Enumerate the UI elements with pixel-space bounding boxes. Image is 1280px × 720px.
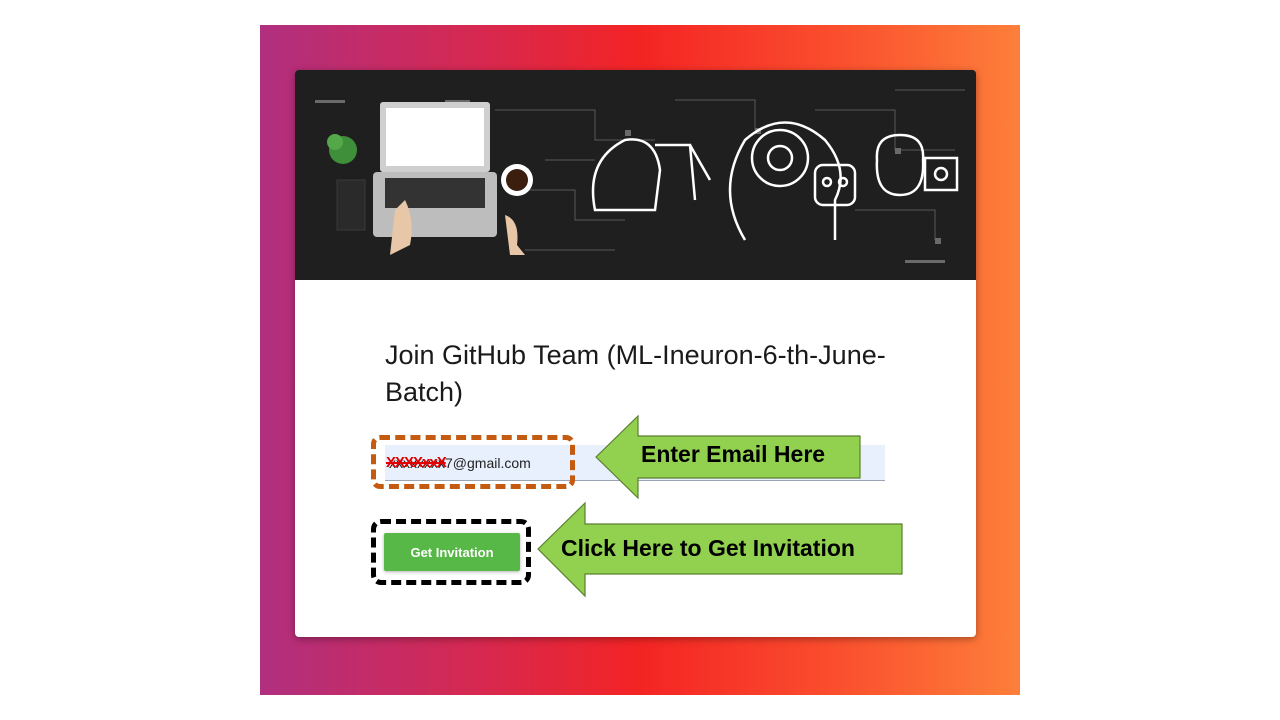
button-highlight-box bbox=[371, 519, 531, 585]
get-invitation-button[interactable]: Get Invitation bbox=[384, 533, 520, 571]
invitation-card bbox=[295, 70, 976, 637]
banner-image bbox=[295, 70, 976, 280]
arrow-left-icon bbox=[595, 414, 861, 500]
laptop-ai-banner-icon bbox=[295, 70, 976, 280]
email-callout: Enter Email Here bbox=[595, 414, 861, 500]
arrow-left-icon bbox=[537, 501, 903, 598]
email-highlight-box bbox=[371, 435, 575, 489]
button-callout: Click Here to Get Invitation bbox=[537, 501, 903, 598]
email-callout-text: Enter Email Here bbox=[641, 441, 826, 467]
button-callout-text: Click Here to Get Invitation bbox=[561, 535, 855, 561]
page-title: Join GitHub Team (ML-Ineuron-6-th-June-B… bbox=[385, 340, 886, 407]
